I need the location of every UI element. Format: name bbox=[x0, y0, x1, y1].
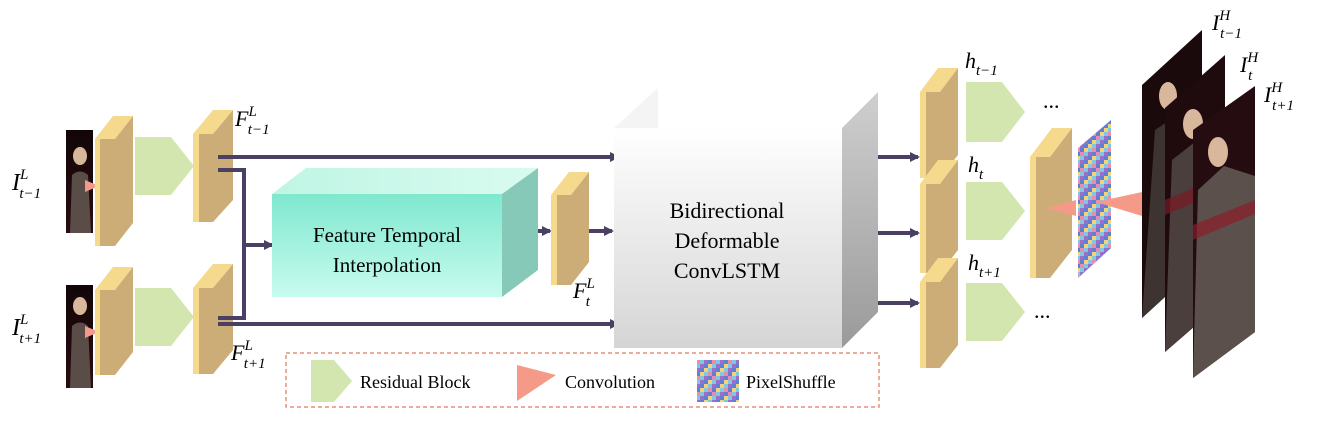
label-hidden-prev: ht−1 bbox=[965, 48, 998, 79]
legend-border bbox=[285, 352, 880, 408]
feature-map-next-2 bbox=[193, 264, 233, 374]
conv-shape-out bbox=[1096, 192, 1142, 216]
legend-residual-label: Residual Block bbox=[360, 372, 471, 392]
ellipsis-bottom: ... bbox=[1034, 298, 1051, 323]
hidden-map-prev bbox=[920, 68, 958, 178]
legend-pixelshuffle-icon bbox=[697, 360, 739, 402]
legend-conv-label: Convolution bbox=[565, 372, 655, 392]
conv-shape-recon bbox=[1046, 200, 1076, 216]
legend-pixelshuffle-label: PixelShuffle bbox=[746, 372, 836, 392]
conv-shape-in-next bbox=[85, 326, 99, 338]
output-frame-next bbox=[1193, 86, 1255, 378]
feature-map-interp bbox=[551, 172, 589, 285]
legend-residual-icon bbox=[311, 360, 352, 402]
lstm-label-line1: Bidirectional bbox=[670, 198, 785, 223]
label-hidden-cur: ht bbox=[968, 152, 984, 183]
lstm-label-line3: ConvLSTM bbox=[674, 258, 780, 283]
residual-block-next bbox=[135, 288, 194, 346]
ellipsis-top: ... bbox=[1043, 88, 1060, 113]
recon-feature-map bbox=[1030, 128, 1072, 278]
input-frame-prev bbox=[66, 130, 93, 233]
feature-map-prev-1 bbox=[95, 116, 133, 246]
residual-block-hcur bbox=[966, 182, 1025, 240]
feature-map-prev-2 bbox=[193, 110, 233, 222]
residual-block-hprev bbox=[966, 82, 1025, 142]
conv-shape-in-prev bbox=[85, 180, 99, 192]
legend: Residual Block Convolution PixelShuffle bbox=[285, 352, 880, 408]
hidden-map-cur bbox=[920, 160, 958, 273]
lstm-label-line2: Deformable bbox=[674, 228, 779, 253]
arrow-next-branch bbox=[218, 245, 246, 320]
label-hidden-next: ht+1 bbox=[968, 250, 1001, 281]
fti-block bbox=[272, 168, 538, 297]
residual-block-prev bbox=[135, 137, 194, 195]
arrows-left bbox=[218, 152, 620, 329]
pixelshuffle-grid bbox=[1078, 120, 1111, 278]
feature-map-next-1 bbox=[95, 267, 133, 375]
fti-label-line2: Interpolation bbox=[333, 253, 442, 277]
arrow-prev-branch bbox=[218, 168, 246, 245]
lstm-block bbox=[614, 88, 878, 348]
hidden-map-next bbox=[920, 258, 958, 368]
input-frame-next bbox=[66, 285, 93, 388]
legend-conv-icon bbox=[517, 365, 556, 401]
arrows-right bbox=[878, 152, 920, 308]
fti-label-line1: Feature Temporal bbox=[313, 223, 461, 247]
residual-block-hnext bbox=[966, 283, 1025, 341]
